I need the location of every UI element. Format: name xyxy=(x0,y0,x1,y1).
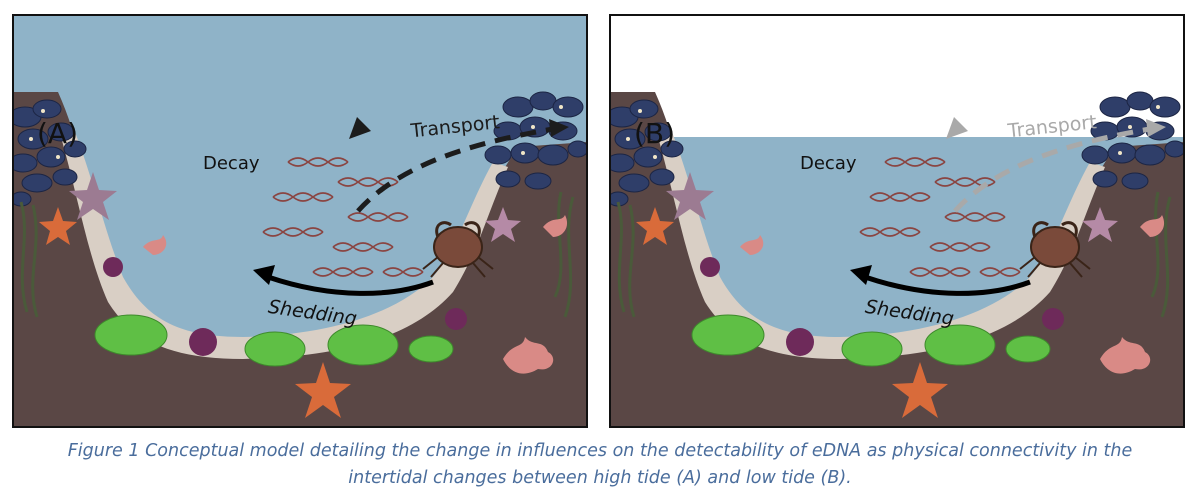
decay-label: Decay xyxy=(800,153,857,174)
sea-anemone-icon xyxy=(691,314,1051,367)
crab-icon xyxy=(422,221,494,278)
caption-line-1: Figure 1 Conceptual model detailing the … xyxy=(67,441,1133,461)
panel-low-tide: Transport Shedding Decay (B) xyxy=(610,15,1184,427)
panel-b-frame xyxy=(609,14,1185,428)
shedding-arrow xyxy=(864,274,1031,296)
panel-label: (B) xyxy=(634,117,675,150)
crab-icon xyxy=(1019,221,1091,278)
shedding-arrowhead xyxy=(253,265,275,285)
transport-arrow xyxy=(349,117,569,213)
panel-b-illustration: Transport Shedding Decay (B) xyxy=(610,15,1184,427)
sea-urchin-icon xyxy=(700,257,1064,356)
shedding-arrowhead xyxy=(850,265,872,285)
mussel-cluster-icon xyxy=(484,91,587,190)
coral-icon xyxy=(143,215,568,374)
decay-label: Decay xyxy=(203,153,260,174)
mussel-cluster-icon xyxy=(610,99,684,207)
sea-anemone-icon xyxy=(94,314,454,367)
sea-star-icon xyxy=(636,172,1118,418)
seaweed-icon xyxy=(19,191,575,318)
panel-high-tide: Transport Shedding Decay (A) xyxy=(13,15,587,427)
mussel-highlights xyxy=(626,105,1160,159)
figure-caption: Figure 1 Conceptual model detailing the … xyxy=(0,438,1200,492)
seawater-upper xyxy=(13,15,587,87)
mussel-highlights xyxy=(29,105,563,159)
panel-frames xyxy=(12,14,1185,428)
panel-a-frame xyxy=(12,14,588,428)
coral-icon xyxy=(740,215,1165,374)
sea-urchin-icon xyxy=(103,257,467,356)
panel-label: (A) xyxy=(37,117,78,150)
panel-a-illustration: Transport Shedding Decay (A) xyxy=(13,15,587,427)
dna-helix-icon xyxy=(859,157,1021,277)
shedding-arrow xyxy=(267,274,434,296)
seaweed-icon xyxy=(616,191,1172,318)
sea-star-icon xyxy=(39,172,521,418)
caption-line-2: intertidal changes between high tide (A)… xyxy=(348,468,852,488)
transport-arrow xyxy=(946,117,1166,213)
